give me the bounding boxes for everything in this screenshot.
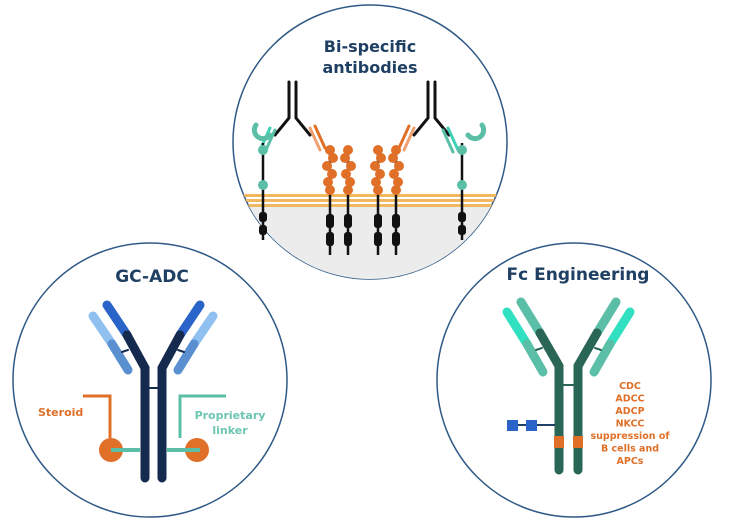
bispecific-panel: Bi-specific antibodies — [232, 4, 508, 280]
gcadc-title: GC-ADC — [115, 267, 189, 287]
bispecific-antibody-right — [397, 80, 460, 154]
orange-receptor — [322, 145, 338, 255]
effector-function-item: ADCC — [615, 394, 644, 405]
teal-receptor-right — [457, 122, 487, 240]
glycan-chain — [507, 420, 555, 431]
linker-label-line1: Proprietary — [195, 409, 266, 422]
effector-function-item: NKCC — [616, 419, 645, 430]
linker-label-line2: linker — [212, 424, 248, 437]
teal-receptor-left — [251, 122, 273, 240]
orange-receptor — [388, 145, 404, 255]
effector-function-item: APCs — [617, 456, 644, 467]
fc-antibody — [502, 297, 635, 475]
orange-receptor — [370, 145, 386, 255]
gcadc-circle — [12, 242, 288, 518]
cytoplasm-area — [233, 205, 507, 279]
fc-mutation-left — [554, 436, 564, 448]
effector-function-item: CDC — [619, 381, 641, 392]
steroid-payload — [83, 394, 140, 462]
bispecific-title-line2: antibodies — [322, 58, 417, 77]
steroid-label: Steroid — [38, 406, 83, 419]
gcadc-panel: GC-ADC Steroid Proprietary — [12, 242, 288, 518]
fc-mutation-right — [573, 436, 583, 448]
effector-function-item: suppression of — [591, 431, 671, 442]
linker-payload — [167, 394, 226, 462]
gcadc-antibody — [88, 300, 218, 483]
orange-receptors — [322, 145, 404, 255]
bispecific-title-line1: Bi-specific — [324, 37, 416, 56]
effector-function-item: ADCP — [615, 406, 644, 417]
fc-title: Fc Engineering — [507, 265, 650, 285]
orange-receptor — [340, 145, 356, 255]
effector-function-item: B cells and — [601, 444, 659, 455]
cell-membrane — [233, 194, 507, 207]
